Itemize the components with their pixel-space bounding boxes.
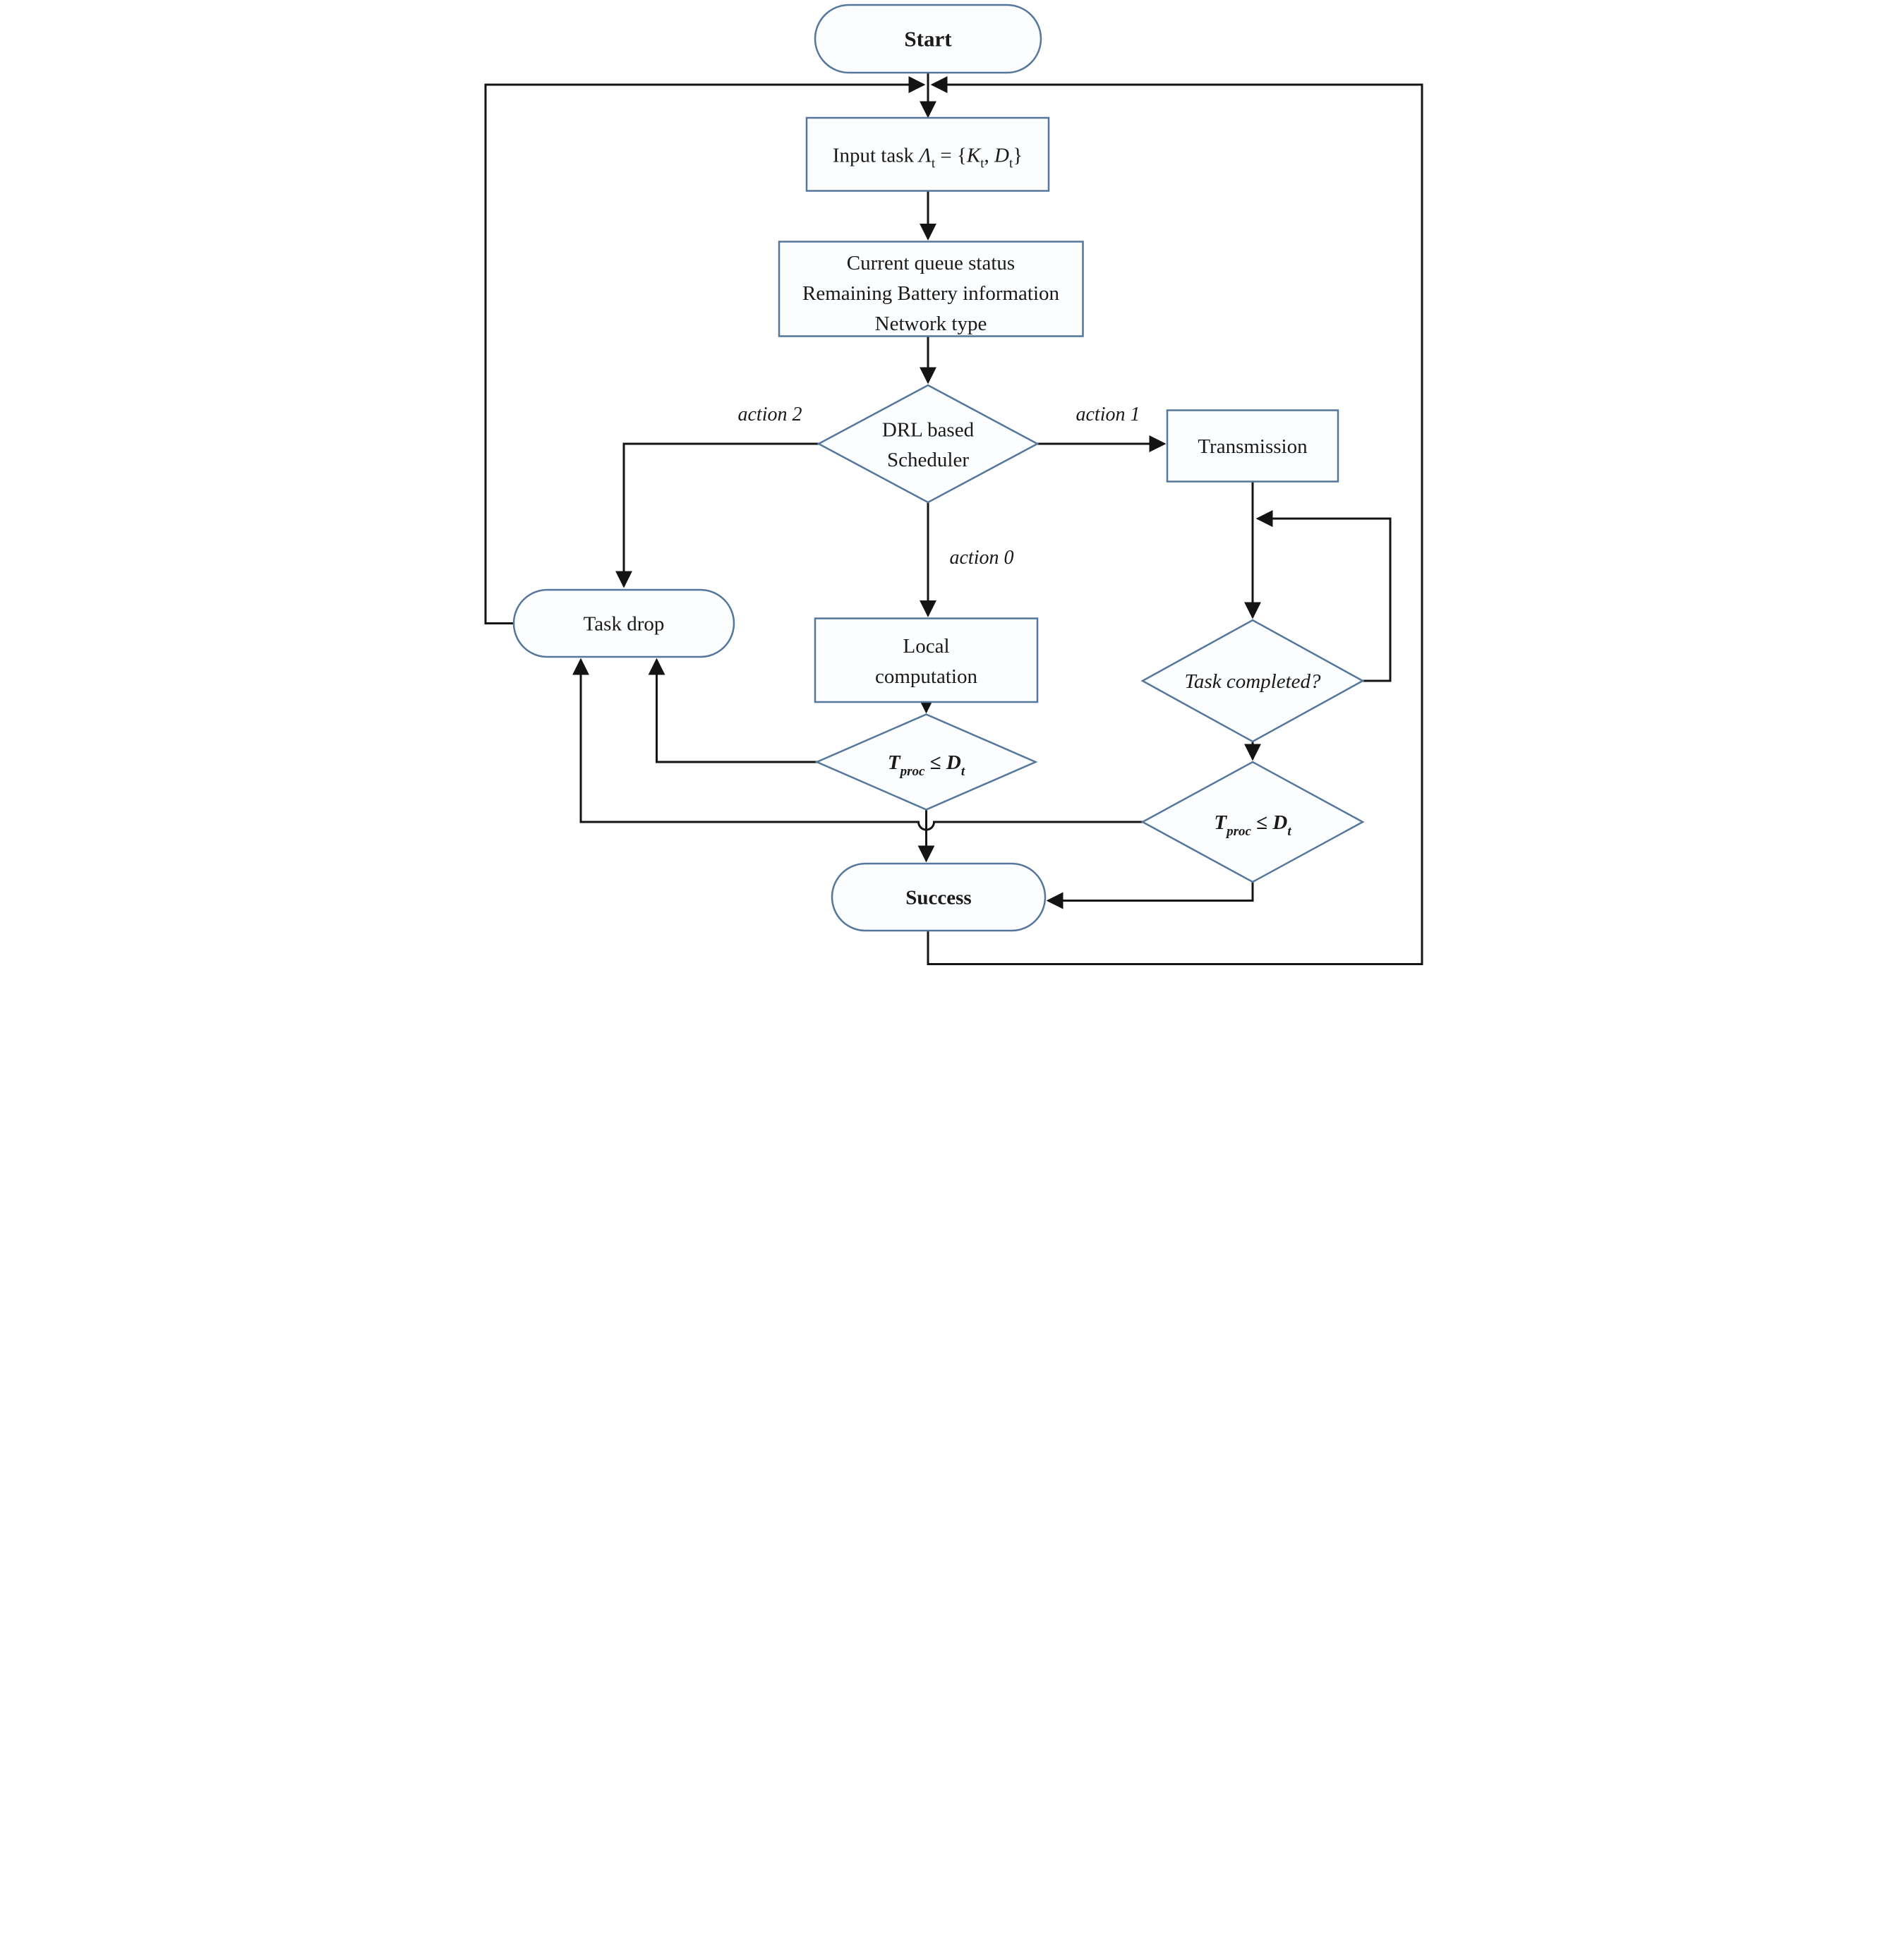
edge-label-action1: action 1 [1075,404,1140,425]
drl-scheduler-decision-shape [816,384,1040,504]
task-completed-decision-shape [1140,619,1365,743]
edge-label-action0: action 0 [949,547,1013,569]
edge-success-to-junction [927,76,1423,965]
task-completed-node-label: Task completed? [1184,670,1321,693]
edge-taskdrop-to-junction [484,76,925,624]
tproc-right-label-t-sub: proc [1225,824,1251,839]
input-task-label-k-sub: t [980,157,984,171]
tproc-left-label-op: ≤ [924,751,946,774]
tproc-left-label-t: T [887,751,900,774]
drl-scheduler-label-line2: Scheduler [887,449,969,471]
edge-taskcompleted-retry-loop [1255,510,1391,682]
tproc-right-label-t: T [1214,811,1227,834]
task-drop-node-label: Task drop [583,613,664,636]
input-task-label-comma: , [984,145,994,167]
transmission-node-label: Transmission [1198,435,1308,458]
tproc-left-label-t-sub: proc [898,764,924,779]
transmission-node-shape [1166,409,1339,483]
tproc-left-node-label: Tproc ≤ Dt [887,751,965,779]
drl-scheduler-label-line1: DRL based [881,419,974,442]
input-task-label-equals: = { [935,145,967,167]
queue-status-label-line1: Current queue status [846,252,1014,274]
input-task-label-close: } [1013,145,1023,167]
edge-drl-to-taskdrop [615,442,819,588]
tproc-right-label-d-sub: t [1287,824,1291,839]
input-task-node-shape [805,116,1049,192]
tproc-left-label-d-sub: t [960,764,965,779]
input-task-label-lambda: Λ [917,145,932,167]
input-task-label-k: K [965,145,981,167]
tproc-right-label-op: ≤ [1251,811,1272,834]
tproc-right-node-label: Tproc ≤ Dt [1214,811,1291,839]
tproc-left-decision-shape [814,713,1038,811]
flowchart-page: Start Input task Λt = {Kt, Dt} Current q… [476,0,1428,974]
queue-status-label-line3: Network type [874,313,987,335]
success-node-shape [831,862,1046,932]
edge-label-action2: action 2 [737,404,802,425]
local-computation-label-line1: Local [903,635,949,658]
queue-status-label-line2: Remaining Battery information [802,282,1059,305]
edge-tproc-left-to-taskdrop [648,658,817,763]
tproc-left-label-d: D [945,751,960,774]
input-task-label-prefix: Input task [832,145,918,167]
success-node-label: Success [905,887,971,909]
local-computation-node-shape [814,617,1038,703]
tproc-right-decision-shape [1140,761,1365,883]
input-task-label-d: D [994,145,1009,167]
tproc-right-label-d: D [1272,811,1287,834]
input-task-label-lambda-sub: t [931,157,935,171]
flowchart-canvas: Start Input task Λt = {Kt, Dt} Current q… [476,0,1428,974]
queue-status-node-shape [778,241,1084,337]
start-node-label: Start [904,27,952,52]
edge-tproc-right-to-success [1046,882,1253,909]
input-task-node-label: Input task Λt = {Kt, Dt} [832,145,1022,171]
start-node-shape [814,4,1042,74]
task-drop-node-shape [512,588,735,658]
input-task-label-d-sub: t [1008,157,1013,171]
local-computation-label-line2: computation [875,665,977,688]
